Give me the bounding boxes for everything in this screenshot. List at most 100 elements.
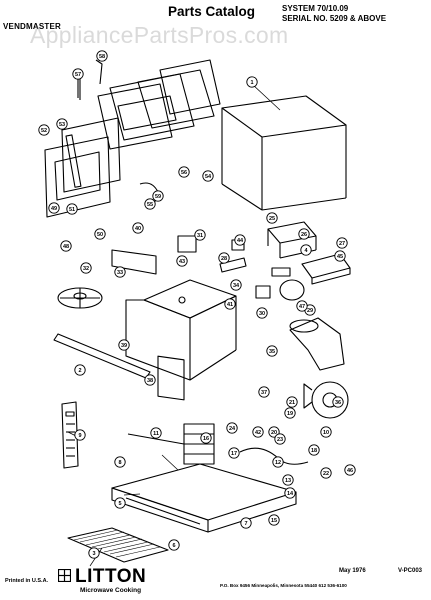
callout-number: 21 xyxy=(289,400,295,406)
callout-number: 6 xyxy=(172,543,175,549)
company-address: P.O. Box 9456 Minneapolis, Minnesota 554… xyxy=(220,583,347,588)
callout-number: 50 xyxy=(97,232,103,238)
callout-number: 37 xyxy=(261,390,267,396)
callout-number: 15 xyxy=(271,518,277,524)
callout-circle xyxy=(334,250,346,262)
callout-circle xyxy=(200,432,212,444)
callout-circle xyxy=(94,228,106,240)
callout-circle xyxy=(252,426,264,438)
callout-circle xyxy=(286,396,298,408)
litton-logo-icon xyxy=(58,569,71,582)
callout-number: 25 xyxy=(269,216,275,222)
callout-number: 14 xyxy=(287,491,294,497)
callout-number: 34 xyxy=(233,283,240,289)
callout-circle xyxy=(88,547,100,559)
callout-circle xyxy=(114,456,126,468)
callout-circle xyxy=(114,266,126,278)
callout-number: 26 xyxy=(301,232,307,238)
callout-number: 29 xyxy=(307,308,313,314)
callout-number: 41 xyxy=(227,302,233,308)
callout-circle xyxy=(300,244,312,256)
callout-circle xyxy=(296,300,308,312)
callout-circle xyxy=(218,252,230,264)
callout-circle xyxy=(66,203,78,215)
callout-circle xyxy=(226,422,238,434)
callout-circle xyxy=(308,444,320,456)
callout-number: 5 xyxy=(118,501,121,507)
callout-circle xyxy=(266,212,278,224)
callout-number: 8 xyxy=(118,460,121,466)
callout-circle xyxy=(176,255,188,267)
callout-circle xyxy=(332,396,344,408)
callout-number: 36 xyxy=(335,400,341,406)
callout-number: 31 xyxy=(197,233,203,239)
callout-number: 7 xyxy=(244,521,247,527)
callout-circle xyxy=(272,456,284,468)
document-number: V-PC003 xyxy=(398,568,423,574)
callout-number: 56 xyxy=(181,170,187,176)
callout-number: 23 xyxy=(277,437,283,443)
blower-duct xyxy=(289,317,349,419)
callout-number: 44 xyxy=(237,238,244,244)
callout-number: 39 xyxy=(121,343,127,349)
callout-circle xyxy=(320,467,332,479)
callout-circle xyxy=(144,198,156,210)
callout-circle xyxy=(74,429,86,441)
callout-circle xyxy=(284,487,296,499)
callout-number: 3 xyxy=(92,551,95,557)
callout-circle xyxy=(132,222,144,234)
callout-number: 13 xyxy=(285,478,291,484)
callout-number: 12 xyxy=(275,460,281,466)
callout-circle xyxy=(266,345,278,357)
callout-circle xyxy=(202,170,214,182)
callout-number: 49 xyxy=(51,206,57,212)
callout-number: 42 xyxy=(255,430,261,436)
callout-number: 20 xyxy=(271,430,277,436)
callout-number: 40 xyxy=(135,226,141,232)
callout-number: 9 xyxy=(78,433,81,439)
filter-grille xyxy=(67,527,169,563)
callout-number: 28 xyxy=(221,256,227,262)
callout-number: 58 xyxy=(99,54,105,60)
callout-circle xyxy=(56,118,68,130)
callout-number: 45 xyxy=(337,254,343,260)
callout-circle xyxy=(96,50,108,62)
callout-number: 54 xyxy=(205,174,212,180)
callout-number: 22 xyxy=(323,471,329,477)
callout-number: 46 xyxy=(347,468,353,474)
base-plate xyxy=(111,463,297,533)
callout-circle xyxy=(152,190,164,202)
callout-circle xyxy=(194,229,206,241)
callout-number: 2 xyxy=(78,368,81,374)
page-title: Parts Catalog xyxy=(168,4,256,19)
callout-number: 27 xyxy=(339,241,345,247)
callout-circle xyxy=(298,228,310,240)
callout-number: 57 xyxy=(75,72,81,78)
callout-number: 35 xyxy=(269,349,275,355)
oven-cavity xyxy=(125,279,237,401)
callout-circle xyxy=(246,76,258,88)
callout-number: 55 xyxy=(147,202,153,208)
callout-circle xyxy=(60,240,72,252)
callout-number: 52 xyxy=(41,128,47,134)
callout-number: 18 xyxy=(311,448,317,454)
callout-circle xyxy=(48,202,60,214)
callout-circle xyxy=(178,166,190,178)
callout-number: 32 xyxy=(83,266,89,272)
callout-circle xyxy=(72,68,84,80)
callout-number: 1 xyxy=(250,80,253,86)
callout-circle xyxy=(256,307,268,319)
callout-circle xyxy=(258,386,270,398)
callout-circle xyxy=(150,427,162,439)
callout-circle xyxy=(234,234,246,246)
publication-date: May 1976 xyxy=(339,568,366,574)
printed-in-label: Printed in U.S.A. xyxy=(5,578,49,584)
callout-number: 43 xyxy=(179,259,185,265)
serial-range: SERIAL NO. 5209 & ABOVE xyxy=(282,14,387,23)
callout-circle xyxy=(274,433,286,445)
callout-circle xyxy=(144,374,156,386)
callout-number: 17 xyxy=(231,451,237,457)
callout-circle xyxy=(224,298,236,310)
callout-circle xyxy=(114,497,126,509)
